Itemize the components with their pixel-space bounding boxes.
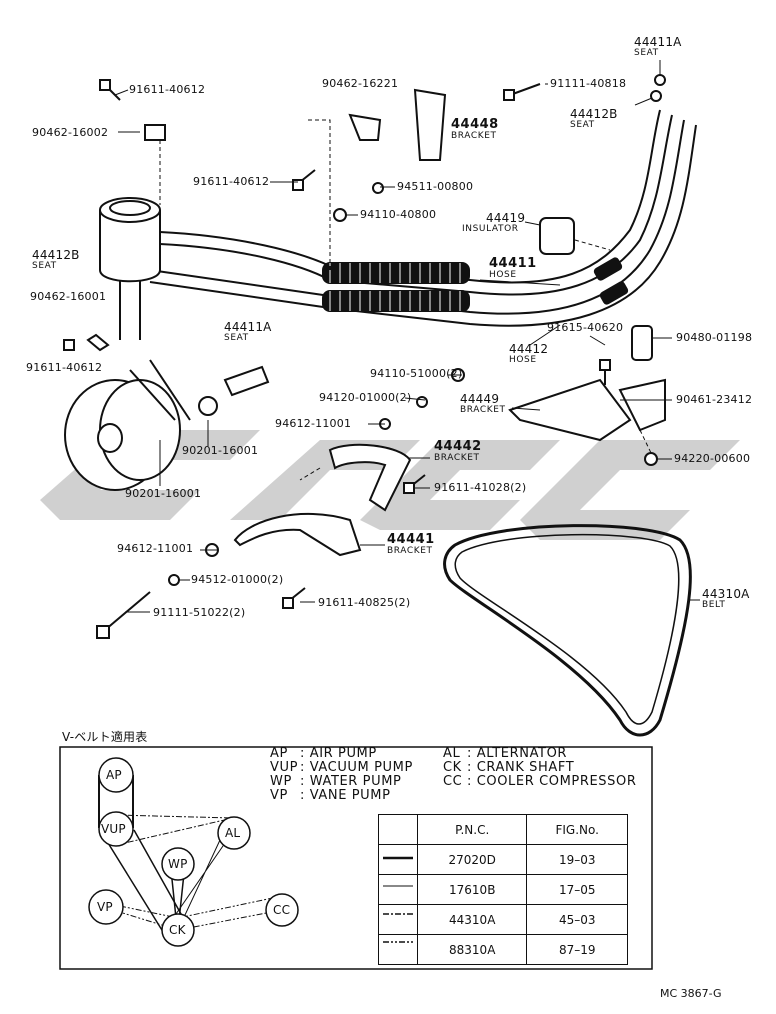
pulley-label-vup: VUP xyxy=(101,822,126,836)
part-label-p27: 94220-00600 xyxy=(674,452,751,465)
pulley-al xyxy=(217,816,251,850)
part-label-p26: 44442 BRACKET xyxy=(434,439,482,463)
part-label-p34: 91611-40825(2) xyxy=(318,596,411,609)
part-label-p1: 91611-40612 xyxy=(129,83,206,96)
legend-code-ap: AP xyxy=(270,746,288,761)
hose-ribs xyxy=(329,263,461,311)
pulley-cc xyxy=(265,893,299,927)
legend-name-al: : ALTERNATOR xyxy=(467,746,568,761)
table-row: 44310A 45–03 xyxy=(378,904,628,935)
pulley-circles xyxy=(88,757,299,947)
part-label-p23: 90461-23412 xyxy=(676,393,753,406)
part-label-p9: 94511-00800 xyxy=(397,180,474,193)
legend-title: V-ベルト適用表 xyxy=(62,730,148,744)
part-label-p18: 91615-40620 xyxy=(547,321,624,334)
legend-frame xyxy=(59,746,653,970)
part-label-p20: 94110-51000(2) xyxy=(370,367,463,380)
part-label-p11: 44419 INSULATOR xyxy=(462,211,526,234)
part-label-p24: 94612-11001 xyxy=(275,417,352,430)
legend-name-wp: : WATER PUMP xyxy=(300,774,402,789)
table-header-row: P.N.C. FIG.No. xyxy=(378,814,628,845)
table-cell-line xyxy=(378,844,418,875)
part-label-p2: 90462-16002 xyxy=(32,126,109,139)
table-header-fig: FIG.No. xyxy=(526,814,628,845)
part-label-p7: 44412B SEAT xyxy=(570,107,618,130)
part-label-p21: 94120-01000(2) xyxy=(319,391,412,404)
part-label-p5: 91111-40818 xyxy=(550,77,627,90)
part-label-p25: 90201-16001 xyxy=(182,444,259,457)
legend-name-vup: : VACUUM PUMP xyxy=(300,760,413,775)
table-cell-fig: 19–03 xyxy=(526,844,628,875)
table-row: 27020D 19–03 xyxy=(378,844,628,875)
pulley-vp xyxy=(88,889,124,925)
part-label-p33: 44310A BELT xyxy=(702,587,750,610)
legend-code-vp: VP xyxy=(270,788,288,803)
part-label-p15: 91611-40612 xyxy=(26,361,103,374)
pulley-label-al: AL xyxy=(225,826,241,840)
pulley-label-cc: CC xyxy=(273,903,291,917)
part-label-p13: 44411 HOSE xyxy=(489,256,537,280)
pulley-wp xyxy=(161,847,195,881)
part-label-p35: 91111-51022(2) xyxy=(153,606,246,619)
part-label-p12: 44412B SEAT xyxy=(32,248,80,271)
legend-code-al: AL xyxy=(443,746,461,761)
legend-code-wp: WP xyxy=(270,774,292,789)
part-label-p17: 44412 HOSE xyxy=(509,342,549,365)
part-label-p28: 90201-16001 xyxy=(125,487,202,500)
belt-44310A xyxy=(443,524,692,737)
table-cell-line xyxy=(378,934,418,965)
legend-name-cc: : COOLER COMPRESSOR xyxy=(467,774,637,789)
part-label-p32: 94512-01000(2) xyxy=(191,573,284,586)
table-header-line xyxy=(378,814,418,845)
pulley-ck xyxy=(161,913,195,947)
table-row: 17610B 17–05 xyxy=(378,874,628,905)
reservoir xyxy=(99,197,161,340)
table-cell-pnc: 88310A xyxy=(416,934,528,965)
legend-name-vp: : VANE PUMP xyxy=(300,788,391,803)
table-cell-fig: 87–19 xyxy=(526,934,628,965)
table-cell-fig: 45–03 xyxy=(526,904,628,935)
table-row: 88310A 87–19 xyxy=(378,934,628,965)
table-cell-fig: 17–05 xyxy=(526,874,628,905)
table-cell-pnc: 44310A xyxy=(416,904,528,935)
pulley-ap xyxy=(98,757,134,793)
legend-code-ck: CK xyxy=(443,760,462,775)
part-label-p29: 91611-41028(2) xyxy=(434,481,527,494)
part-label-p8: 91611-40612 xyxy=(193,175,270,188)
part-label-p19: 90480-01198 xyxy=(676,331,753,344)
part-label-p4: 44448 BRACKET xyxy=(451,117,499,141)
part-label-p3: 90462-16221 xyxy=(322,77,399,90)
table-cell-pnc: 27020D xyxy=(416,844,528,875)
hoses xyxy=(149,109,697,327)
table-cell-line xyxy=(378,904,418,935)
part-label-p30: 44441 BRACKET xyxy=(387,532,435,556)
hose-covers xyxy=(322,257,629,312)
legend-name-ck: : CRANK SHAFT xyxy=(467,760,575,775)
part-label-p14: 90462-16001 xyxy=(30,290,107,303)
pulley-label-ap: AP xyxy=(106,768,122,782)
pulley-label-vp: VP xyxy=(97,900,113,914)
table-header-pnc: P.N.C. xyxy=(416,814,528,845)
part-label-p16: 44411A SEAT xyxy=(224,320,272,343)
legend-code-cc: CC xyxy=(443,774,463,789)
brackets xyxy=(233,88,666,557)
pnc-table: P.N.C. FIG.No. 27020D 19–03 17610B 17–05… xyxy=(378,814,628,965)
part-label-p10: 94110-40800 xyxy=(360,208,437,221)
pulley-label-ck: CK xyxy=(169,923,186,937)
table-cell-line xyxy=(378,874,418,905)
part-label-p31: 94612-11001 xyxy=(117,542,194,555)
figure-caption: MC 3867-G xyxy=(660,987,722,1000)
vane-pump xyxy=(64,359,191,491)
leader-lines xyxy=(114,60,700,613)
table-cell-pnc: 17610B xyxy=(416,874,528,905)
pulley-label-wp: WP xyxy=(168,857,188,871)
legend-name-ap: : AIR PUMP xyxy=(300,746,377,761)
legend-code-vup: VUP xyxy=(270,760,299,775)
pulley-vup xyxy=(98,811,134,847)
part-label-p6: 44411A SEAT xyxy=(634,35,682,58)
part-label-p22: 44449 BRACKET xyxy=(460,392,506,415)
